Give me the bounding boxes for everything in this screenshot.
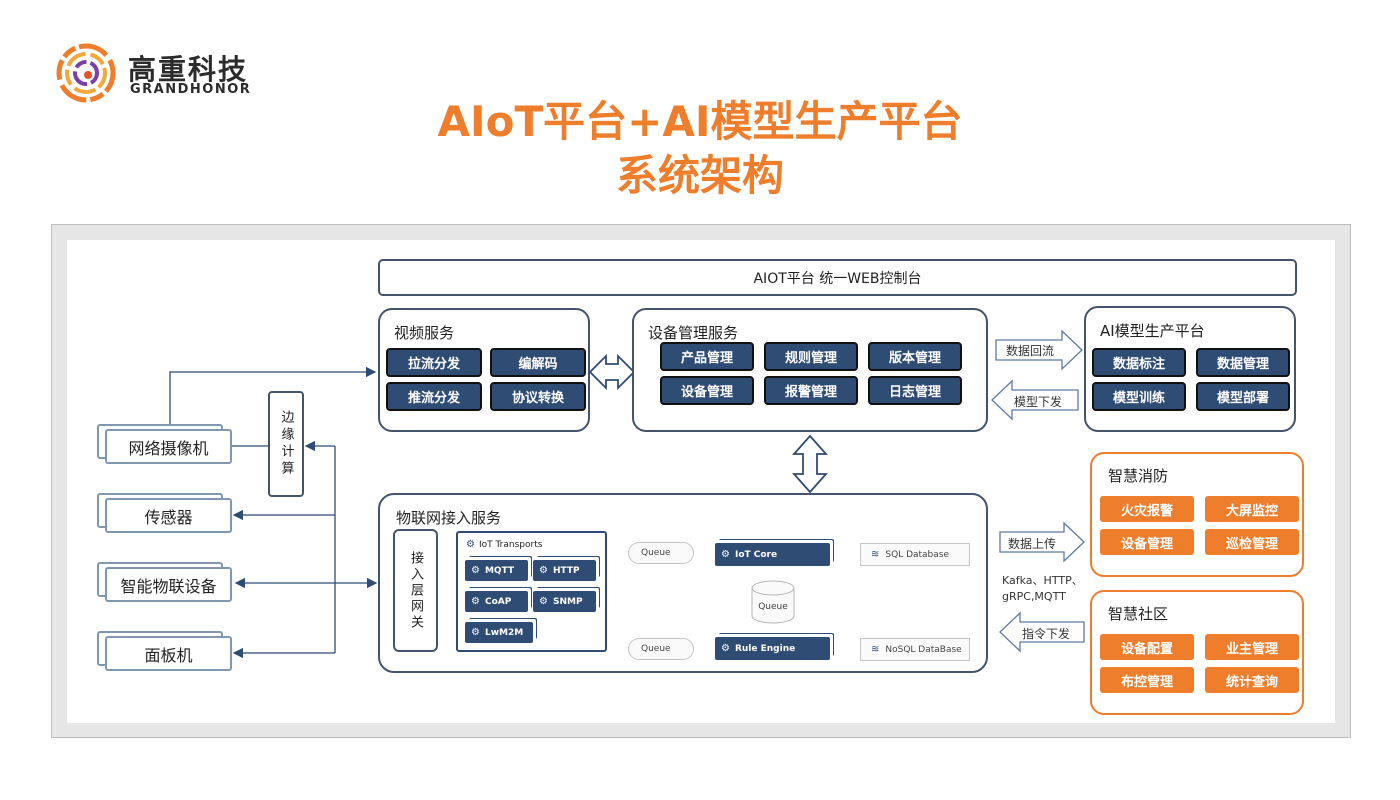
iot-core-box[interactable]: ⚙ IoT Core <box>715 543 830 566</box>
page-subtitle: 系统架构 <box>615 151 784 200</box>
page-title: AIoT平台+AI模型生产平台 <box>437 97 963 146</box>
device-camera[interactable]: 网络摄像机 <box>105 429 232 464</box>
gear-icon: ⚙ <box>471 627 480 638</box>
video-service-title: 视频服务 <box>394 324 455 342</box>
access-gateway-box: 接入层网关 <box>393 529 438 652</box>
video-item-codec[interactable]: 编解码 <box>490 348 586 377</box>
device-item-version[interactable]: 版本管理 <box>868 342 962 371</box>
database-icon: ≋ <box>871 644 880 655</box>
device-item-alarm[interactable]: 报警管理 <box>764 376 858 405</box>
logo-mark-icon <box>56 43 116 103</box>
queue-center: Queue <box>758 602 788 612</box>
fire-item-big-screen[interactable]: 大屏监控 <box>1205 496 1299 522</box>
device-panel[interactable]: 面板机 <box>105 636 232 671</box>
video-service-panel: 视频服务 拉流分发 编解码 推流分发 协议转换 <box>378 308 590 432</box>
iot-transports-header: ⚙ IoT Transports <box>466 539 542 550</box>
device-service-title: 设备管理服务 <box>648 324 739 342</box>
iot-transports-title: IoT Transports <box>478 539 543 550</box>
data-upload-label: 数据上传 <box>1008 537 1057 551</box>
queue-bottom: Queue <box>628 638 694 660</box>
device-item-rule[interactable]: 规则管理 <box>764 342 858 371</box>
device-item-product[interactable]: 产品管理 <box>660 342 754 371</box>
device-item-log[interactable]: 日志管理 <box>868 376 962 405</box>
gear-icon: ⚙ <box>721 643 730 654</box>
smart-community-title: 智慧社区 <box>1108 605 1169 623</box>
web-console-bar: AIOT平台 统一WEB控制台 <box>378 259 1297 296</box>
fire-item-inspection[interactable]: 巡检管理 <box>1205 529 1299 555</box>
transport-label: MQTT <box>484 565 515 576</box>
logo-english: GRANDHONOR <box>130 82 252 97</box>
device-item-device[interactable]: 设备管理 <box>660 376 754 405</box>
smart-community-panel: 智慧社区 设备配置 业主管理 布控管理 统计查询 <box>1090 590 1304 715</box>
transport-label: CoAP <box>484 596 512 607</box>
gear-icon: ⚙ <box>539 565 548 576</box>
ai-item-data-management[interactable]: 数据管理 <box>1196 348 1290 377</box>
transport-http[interactable]: ⚙ HTTP <box>533 560 596 581</box>
queue-top: Queue <box>628 542 694 564</box>
community-item-surveillance[interactable]: 布控管理 <box>1100 667 1194 693</box>
smart-fire-title: 智慧消防 <box>1108 467 1169 485</box>
queue-cylinder-icon <box>751 580 795 624</box>
model-deploy-label: 模型下发 <box>1014 395 1063 409</box>
gear-icon: ⚙ <box>466 539 475 550</box>
rule-engine-label: Rule Engine <box>734 643 796 654</box>
transport-label: HTTP <box>552 565 580 576</box>
database-icon: ≋ <box>871 549 880 560</box>
transport-coap[interactable]: ⚙ CoAP <box>465 591 528 612</box>
transport-lwm2m[interactable]: ⚙ LwM2M <box>465 622 533 643</box>
command-down-label: 指令下发 <box>1022 627 1071 641</box>
transport-label: LwM2M <box>484 627 524 638</box>
rule-engine-box[interactable]: ⚙ Rule Engine <box>715 637 830 660</box>
ai-platform-panel: AI模型生产平台 数据标注 数据管理 模型训练 模型部署 <box>1084 306 1296 432</box>
community-item-config[interactable]: 设备配置 <box>1100 634 1194 660</box>
ai-item-deployment[interactable]: 模型部署 <box>1196 382 1290 411</box>
iot-core-label: IoT Core <box>734 549 778 560</box>
gear-icon: ⚙ <box>471 565 480 576</box>
gear-icon: ⚙ <box>471 596 480 607</box>
protocols-label: Kafka、HTTP、gRPC,MQTT <box>1002 574 1083 603</box>
fire-item-alarm[interactable]: 火灾报警 <box>1100 496 1194 522</box>
video-item-push-stream[interactable]: 推流分发 <box>386 382 482 411</box>
iot-service-title: 物联网接入服务 <box>396 509 502 527</box>
sql-database-label: SQL Database <box>885 549 950 560</box>
community-item-statistics[interactable]: 统计查询 <box>1205 667 1299 693</box>
nosql-database-box: ≋ NoSQL DataBase <box>860 638 970 661</box>
video-item-pull-stream[interactable]: 拉流分发 <box>386 348 482 377</box>
device-service-panel: 设备管理服务 产品管理 规则管理 版本管理 设备管理 报警管理 日志管理 <box>632 308 988 432</box>
transport-snmp[interactable]: ⚙ SNMP <box>533 591 596 612</box>
community-item-owner[interactable]: 业主管理 <box>1205 634 1299 660</box>
sql-database-box: ≋ SQL Database <box>860 543 970 566</box>
video-item-protocol-convert[interactable]: 协议转换 <box>490 382 586 411</box>
logo-chinese: 高重科技 <box>128 53 249 86</box>
fire-item-device[interactable]: 设备管理 <box>1100 529 1194 555</box>
gear-icon: ⚙ <box>721 549 730 560</box>
ai-item-annotation[interactable]: 数据标注 <box>1092 348 1186 377</box>
ai-item-training[interactable]: 模型训练 <box>1092 382 1186 411</box>
ai-platform-title: AI模型生产平台 <box>1100 322 1205 340</box>
data-return-label: 数据回流 <box>1006 344 1055 358</box>
smart-fire-panel: 智慧消防 火灾报警 大屏监控 设备管理 巡检管理 <box>1090 452 1304 577</box>
device-smart-iot[interactable]: 智能物联设备 <box>105 567 232 602</box>
transport-label: SNMP <box>552 596 583 607</box>
device-sensor[interactable]: 传感器 <box>105 498 232 533</box>
gear-icon: ⚙ <box>539 596 548 607</box>
transport-mqtt[interactable]: ⚙ MQTT <box>465 560 528 581</box>
edge-computing-box: 边缘计算 <box>268 391 304 497</box>
nosql-database-label: NoSQL DataBase <box>885 644 962 655</box>
